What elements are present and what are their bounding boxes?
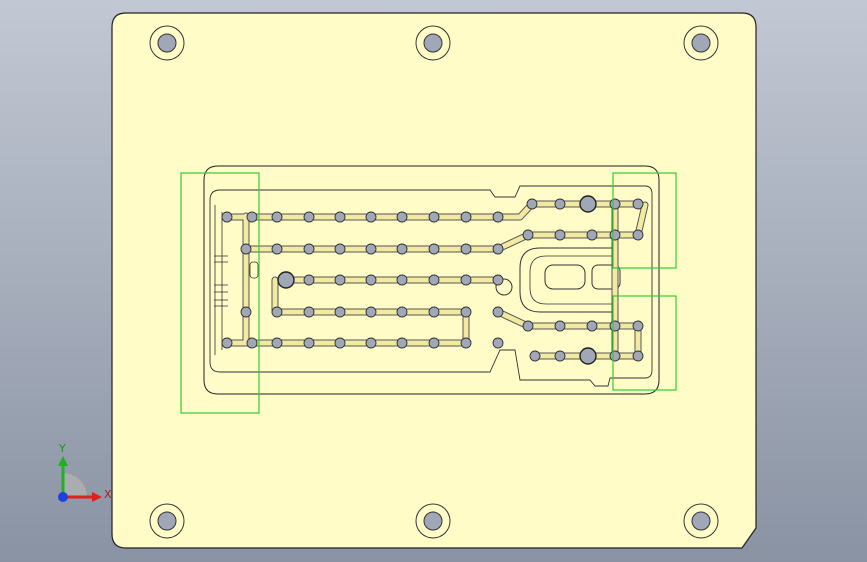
cooling-hole-icon[interactable]	[522, 229, 534, 241]
cooling-hole-icon[interactable]	[609, 350, 621, 362]
cooling-hole-icon[interactable]	[460, 306, 472, 318]
cooling-hole-icon[interactable]	[334, 211, 346, 223]
cooling-holes	[221, 195, 644, 365]
cooling-hole-icon[interactable]	[396, 306, 408, 318]
y-axis-label: Y	[59, 442, 66, 455]
cooling-hole-icon[interactable]	[460, 243, 472, 255]
cooling-hole-icon[interactable]	[492, 211, 504, 223]
cooling-hole-icon[interactable]	[365, 211, 377, 223]
cooling-inlet-icon[interactable]	[277, 271, 295, 289]
cooling-hole-icon[interactable]	[303, 243, 315, 255]
mounting-hole-icon[interactable]	[149, 503, 185, 539]
cooling-hole-icon[interactable]	[428, 243, 440, 255]
cooling-hole-icon[interactable]	[334, 337, 346, 349]
cooling-hole-icon[interactable]	[529, 350, 541, 362]
coordinate-triad-icon	[58, 456, 102, 502]
cooling-hole-icon[interactable]	[240, 306, 252, 318]
selection-boxes	[180, 172, 677, 414]
cooling-hole-icon[interactable]	[246, 337, 258, 349]
cooling-hole-icon[interactable]	[334, 306, 346, 318]
cooling-hole-icon[interactable]	[271, 337, 283, 349]
cooling-hole-icon[interactable]	[396, 274, 408, 286]
pocket-inner-outline[interactable]	[209, 185, 653, 387]
cooling-hole-icon[interactable]	[221, 337, 233, 349]
cooling-hole-icon[interactable]	[334, 243, 346, 255]
cooling-hole-icon[interactable]	[365, 274, 377, 286]
cooling-hole-icon[interactable]	[303, 337, 315, 349]
mounting-holes	[149, 25, 719, 539]
cooling-hole-icon[interactable]	[492, 243, 504, 255]
mounting-hole-icon[interactable]	[415, 25, 451, 61]
cooling-hole-icon[interactable]	[526, 198, 538, 210]
cooling-hole-icon[interactable]	[240, 243, 252, 255]
cooling-hole-icon[interactable]	[586, 229, 598, 241]
cooling-hole-icon[interactable]	[460, 211, 472, 223]
cooling-hole-icon[interactable]	[271, 306, 283, 318]
selection-box[interactable]	[612, 295, 677, 391]
cooling-hole-icon[interactable]	[460, 274, 472, 286]
cavity-slot[interactable]	[544, 264, 586, 290]
cooling-hole-icon[interactable]	[554, 198, 566, 210]
cooling-hole-icon[interactable]	[492, 306, 504, 318]
mounting-hole-icon[interactable]	[683, 25, 719, 61]
cooling-hole-icon[interactable]	[303, 306, 315, 318]
cooling-hole-icon[interactable]	[334, 274, 346, 286]
cooling-hole-icon[interactable]	[632, 198, 644, 210]
cooling-hole-icon[interactable]	[632, 320, 644, 332]
mounting-hole-icon[interactable]	[683, 503, 719, 539]
cooling-hole-icon[interactable]	[632, 350, 644, 362]
cooling-hole-icon[interactable]	[428, 274, 440, 286]
cooling-hole-icon[interactable]	[428, 306, 440, 318]
cooling-hole-icon[interactable]	[428, 337, 440, 349]
cooling-hole-icon[interactable]	[303, 274, 315, 286]
cooling-hole-icon[interactable]	[522, 320, 534, 332]
cooling-hole-icon[interactable]	[609, 320, 621, 332]
cooling-hole-icon[interactable]	[609, 229, 621, 241]
cooling-inlet-icon[interactable]	[579, 195, 597, 213]
cooling-hole-icon[interactable]	[396, 243, 408, 255]
cavity-core-inner[interactable]	[529, 255, 613, 305]
selection-box[interactable]	[180, 172, 260, 414]
cooling-hole-icon[interactable]	[460, 337, 472, 349]
cavity-core-outline[interactable]	[519, 247, 613, 313]
cooling-hole-icon[interactable]	[396, 337, 408, 349]
cooling-hole-icon[interactable]	[554, 350, 566, 362]
x-axis-label: X	[104, 488, 112, 501]
mounting-hole-icon[interactable]	[149, 25, 185, 61]
cooling-hole-icon[interactable]	[396, 211, 408, 223]
selection-box[interactable]	[612, 172, 677, 269]
cooling-hole-icon[interactable]	[221, 211, 233, 223]
cooling-hole-icon[interactable]	[586, 320, 598, 332]
cooling-hole-icon[interactable]	[303, 211, 315, 223]
cooling-hole-icon[interactable]	[492, 274, 504, 286]
cooling-hole-icon[interactable]	[428, 211, 440, 223]
cooling-hole-icon[interactable]	[246, 211, 258, 223]
cooling-hole-icon[interactable]	[365, 243, 377, 255]
mounting-hole-icon[interactable]	[415, 503, 451, 539]
cooling-hole-icon[interactable]	[365, 337, 377, 349]
left-pocket-details	[214, 205, 259, 355]
cooling-hole-icon[interactable]	[609, 198, 621, 210]
cooling-hole-icon[interactable]	[632, 229, 644, 241]
cooling-inlet-icon[interactable]	[579, 347, 597, 365]
cooling-hole-icon[interactable]	[492, 337, 504, 349]
cooling-hole-icon[interactable]	[554, 320, 566, 332]
cooling-hole-icon[interactable]	[365, 306, 377, 318]
cooling-hole-icon[interactable]	[271, 211, 283, 223]
cooling-hole-icon[interactable]	[554, 229, 566, 241]
cooling-hole-icon[interactable]	[271, 243, 283, 255]
